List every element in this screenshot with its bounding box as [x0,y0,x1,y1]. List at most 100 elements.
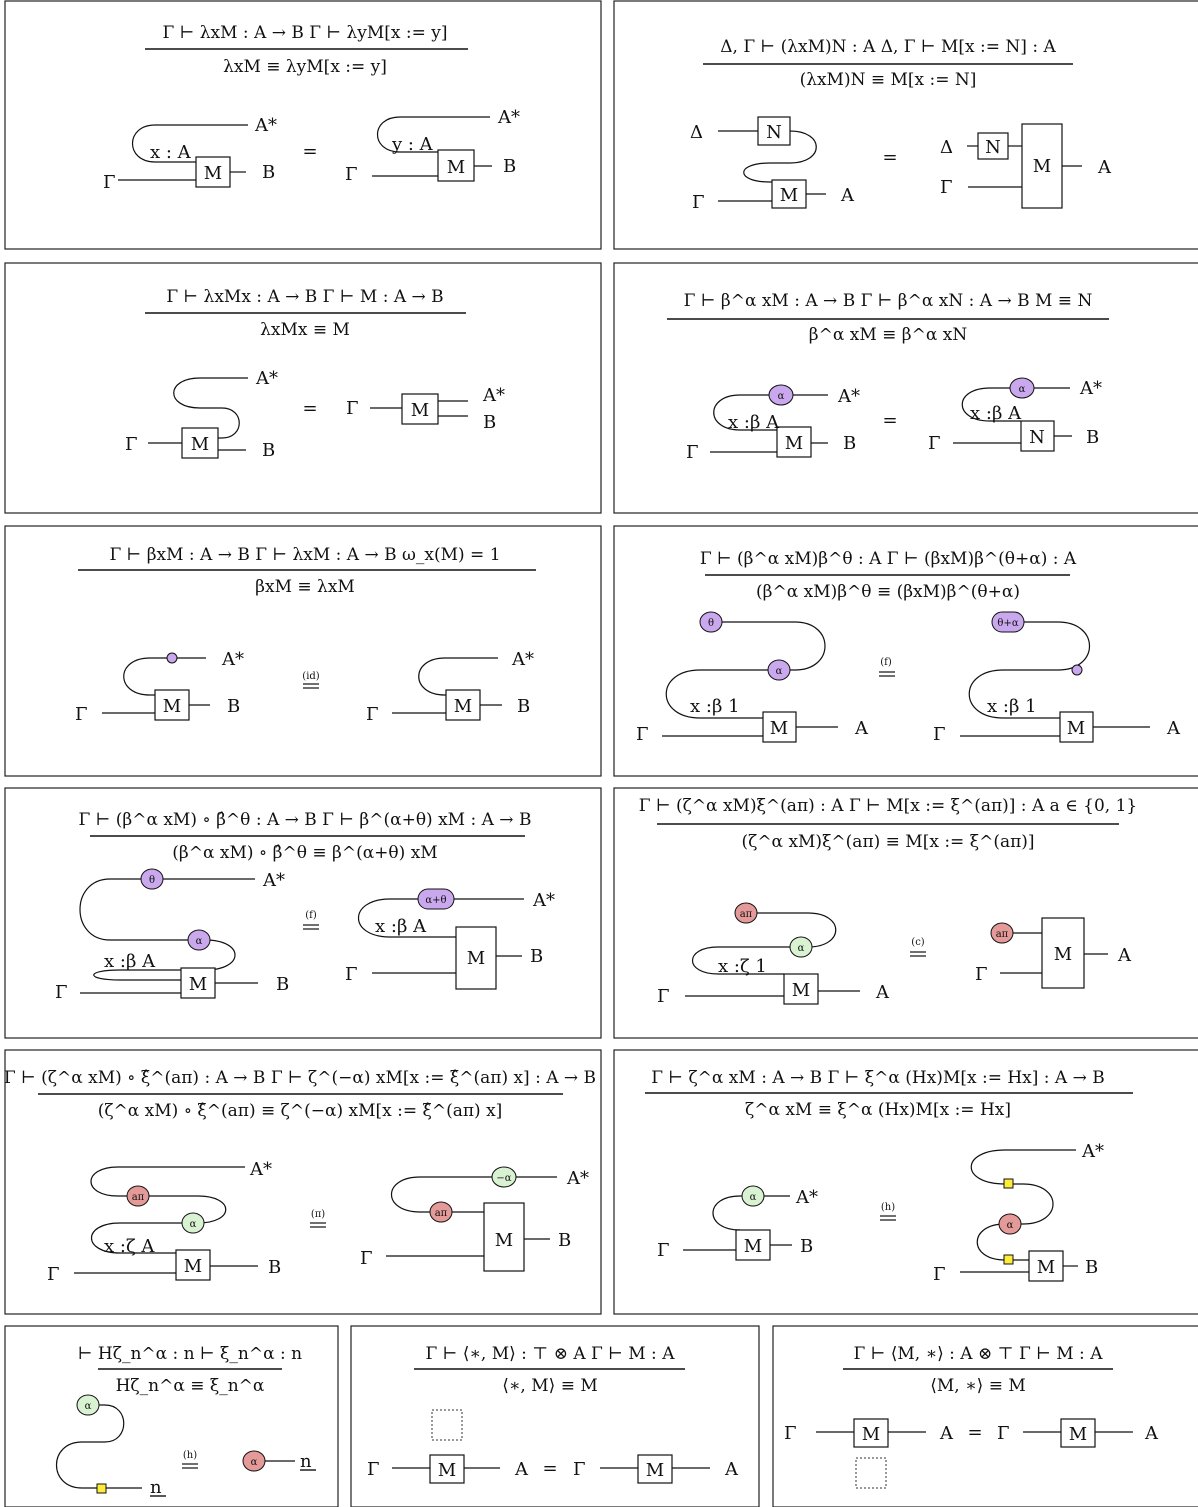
output-type: B [1085,1257,1098,1278]
output-type: B [800,1236,813,1257]
output-type: A* [255,368,278,389]
unit-placeholder [855,1457,887,1489]
phase-node [181,1212,205,1234]
box-label: M [447,157,465,178]
context-label: Γ [573,1459,586,1480]
state-node [126,1185,150,1207]
binder-label: x :β A [375,916,427,937]
output-type: B [843,433,856,454]
phase-label: α+θ [425,895,446,906]
premise: Γ ⊢ β^α xM : A → B Γ ⊢ β^α xN : A → B M … [684,291,1093,311]
premise: Δ, Γ ⊢ (λxM)N : A Δ, Γ ⊢ M[x := N] : A [720,37,1056,57]
box-label: M [204,163,222,184]
output-type: A [1117,945,1132,966]
box-label: N [766,122,782,143]
context-label: Γ [933,724,946,745]
context-label: Γ [975,964,988,985]
equation-label: (h) [183,1450,197,1461]
state-node [990,922,1014,944]
hadamard-node [1003,1178,1014,1189]
context-label: Γ [75,704,88,725]
state-label: aπ [996,929,1009,940]
phase-node [76,1394,100,1416]
output-type: A* [497,107,520,128]
premise: Γ ⊢ λxM : A → B Γ ⊢ λyM[x := y] [163,23,448,43]
context-label: Γ [360,1248,373,1269]
box-label: M [744,1236,762,1257]
phase-label: θ+α [997,618,1018,629]
phase-label: α [85,1401,92,1412]
equation-label: (c) [911,937,925,948]
term-box [783,973,819,1005]
term-box [776,426,812,458]
term-box [195,156,231,188]
output-type: n [300,1451,312,1472]
phase-node [768,384,794,406]
equation-sign: = [882,147,897,168]
state-node [242,1450,266,1472]
box-label: M [467,948,485,969]
premise: Γ ⊢ βxM : A → B Γ ⊢ λxM : A → B ω_x(M) =… [109,545,500,565]
context-label: Γ [686,442,699,463]
rule-panel-hadamard: Γ ⊢ ζ^α xM : A → B Γ ⊢ ξ^α (Hx)M[x := Hx… [613,1049,1198,1315]
term-box [771,179,807,209]
context-label: Γ [636,724,649,745]
hadamard-node [1003,1254,1014,1265]
term-box [977,132,1009,160]
conclusion: β^α xM ≡ β^α xN [809,325,968,345]
output-type: A* [249,1159,272,1180]
term-box [1041,917,1085,989]
output-type: B [558,1230,571,1251]
binder-label: x :β A [970,403,1022,424]
box-label: M [1067,718,1085,739]
term-box [437,149,475,182]
state-node [998,1213,1022,1235]
phase-node [741,1185,765,1207]
phase-label: α [776,666,783,677]
box-label: M [495,1230,513,1251]
premise: Γ ⊢ ⟨∗, M⟩ : ⊤ ⊗ A Γ ⊢ M : A [426,1344,676,1364]
phase-label: α [190,1219,197,1230]
context-label: Γ [346,398,359,419]
equation-sign: = [302,141,317,162]
premise: Γ ⊢ (ζ^α xM) ∘ ξ̂^(aπ) : A → B Γ ⊢ ζ^(−α… [4,1068,596,1088]
term-box [445,689,481,721]
box-label: M [1037,1257,1055,1278]
context-label: Γ [928,433,941,454]
box-label: M [1054,944,1072,965]
phase-node [166,652,178,664]
state-label: α [1007,1220,1014,1231]
output-type: B [503,156,516,177]
output-type: A* [262,870,285,891]
box-label: M [1069,1424,1087,1445]
output-type: B [227,696,240,717]
conclusion: (ζ^α xM) ∘ ξ̂^(aπ) ≡ ζ^(−α) xM[x := ξ̂^(… [98,1101,503,1121]
rule-panel-alpha: Γ ⊢ λxM : A → B Γ ⊢ λyM[x := y] λxM ≡ λy… [4,0,602,250]
premise: Γ ⊢ λxMx : A → B Γ ⊢ M : A → B [166,287,443,307]
term-box [154,689,190,721]
conclusion: Hζ_n^α ≡ ξ_n^α [116,1376,265,1396]
context-label: Γ [345,164,358,185]
phase-label: α [798,943,805,954]
binder-label: x :β 1 [690,696,740,717]
box-label: M [646,1460,664,1481]
output-type: A* [566,1168,589,1189]
term-box [1060,1418,1096,1448]
box-label: M [189,974,207,995]
output-type: B [483,412,496,433]
phase-node [187,929,211,951]
output-type: A [1097,157,1112,178]
box-label: M [163,696,181,717]
binder-label: x :ζ A [104,1236,155,1257]
box-label: M [411,400,429,421]
term-box [735,1229,771,1261]
state-label: α [251,1457,258,1468]
rule-panel-copy: Γ ⊢ (ζ^α xM)ξ^(aπ) : A Γ ⊢ M[x := ξ^(aπ)… [613,787,1198,1039]
output-type: A [1166,718,1181,739]
rule-panel-unit-right: Γ ⊢ ⟨M, ∗⟩ : A ⊗ ⊤ Γ ⊢ M : A ⟨M, ∗⟩ ≡ M … [772,1325,1198,1507]
phase-label: θ [708,618,714,629]
box-label: N [985,137,1001,158]
hadamard-node [96,1483,107,1494]
box-label: M [438,1460,456,1481]
conclusion: λxM ≡ λyM[x := y] [223,57,387,77]
